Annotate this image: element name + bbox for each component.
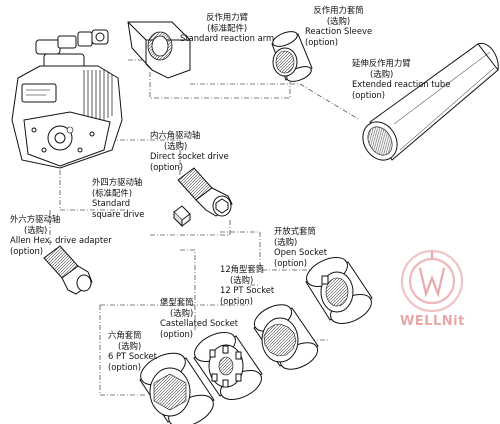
label-reaction-sleeve: 反作用力套筒 (选购) Reaction Sleeve (option)	[305, 5, 372, 47]
label-reaction-sleeve-en: Reaction Sleeve	[305, 26, 373, 36]
label-6pt-socket: 六角套筒 (选购) 6 PT Socket (option)	[108, 330, 157, 372]
label-direct-socket-cn2: (选购)	[164, 140, 188, 151]
label-square-drive: 外四方驱动轴 (标准配件) Standard square drive	[92, 177, 144, 219]
label-square-drive-cn2: (标准配件)	[92, 187, 133, 198]
label-extended-tube: 延伸反作用力臂 (选购) Extended reaction tube (opt…	[352, 58, 450, 100]
label-square-drive-en2: square drive	[92, 208, 145, 219]
label-12pt-socket-opt: (option)	[220, 295, 254, 306]
reaction-arm-drawing	[127, 21, 191, 79]
label-12pt-socket-cn2: (选购)	[230, 274, 254, 285]
open-socket-drawing	[305, 257, 373, 324]
label-open-socket-opt: (option)	[274, 257, 308, 268]
wrench-tool-drawing	[11, 29, 123, 169]
label-reaction-sleeve-opt: (option)	[305, 36, 339, 47]
allen-adapter-drawing	[43, 245, 93, 295]
label-reaction-arm-cn2: (标准配件)	[207, 22, 248, 33]
label-castellated-socket-cn2: (选购)	[170, 307, 194, 318]
label-6pt-socket-opt: (option)	[108, 361, 142, 372]
square-drive-drawing	[173, 205, 191, 228]
reaction-sleeve-drawing	[271, 31, 313, 82]
label-direct-socket-en: Direct socket drive	[150, 151, 229, 161]
12pt-socket-drawing	[253, 304, 319, 370]
extended-tube-drawing	[362, 42, 499, 161]
label-6pt-socket-cn2: (选购)	[118, 340, 142, 351]
castellated-socket-drawing	[193, 332, 263, 400]
label-open-socket-cn: 开放式套筒	[274, 226, 316, 236]
label-allen-adapter-en: Allen Hex. drive adapter	[10, 235, 112, 245]
label-allen-adapter-cn2: (选购)	[24, 224, 48, 235]
label-direct-socket-opt: (option)	[150, 161, 184, 172]
label-allen-adapter: 外六方驱动轴 (选购) Allen Hex. drive adapter (op…	[10, 214, 112, 256]
label-open-socket-cn2: (选购)	[274, 236, 298, 247]
label-extended-tube-en: Extended reaction tube	[352, 79, 451, 89]
label-castellated-socket-cn: 堡型套筒	[160, 297, 194, 307]
label-castellated-socket-en: Castellated Socket	[160, 318, 239, 328]
label-reaction-arm-cn: 反作用力臂	[206, 12, 249, 22]
label-extended-tube-opt: (option)	[352, 89, 386, 100]
label-12pt-socket-cn: 12角型套筒	[220, 264, 265, 274]
label-reaction-sleeve-cn2: (选购)	[326, 15, 351, 26]
label-allen-adapter-opt: (option)	[10, 245, 44, 256]
watermark-brand-text: WELLNit	[400, 314, 465, 329]
label-open-socket: 开放式套筒 (选购) Open Socket (option)	[274, 226, 327, 268]
label-open-socket-en: Open Socket	[274, 247, 328, 257]
label-6pt-socket-en: 6 PT Socket	[108, 351, 157, 361]
label-extended-tube-cn2: (选购)	[370, 68, 394, 79]
label-castellated-socket-opt: (option)	[160, 328, 194, 339]
label-6pt-socket-cn: 六角套筒	[108, 330, 142, 340]
leader-lines	[49, 59, 361, 396]
label-castellated-socket: 堡型套筒 (选购) Castellated Socket (option)	[160, 297, 238, 339]
label-extended-tube-cn: 延伸反作用力臂	[352, 58, 411, 68]
label-reaction-arm-en: Standard reaction arm	[180, 33, 275, 43]
label-square-drive-en: Standard	[92, 198, 131, 208]
label-square-drive-cn: 外四方驱动轴	[92, 177, 143, 187]
direct-socket-drive-drawing	[177, 167, 233, 217]
label-reaction-arm: 反作用力臂 (标准配件) Standard reaction arm	[180, 12, 274, 44]
label-12pt-socket-en: 12 PT Socket	[220, 285, 275, 295]
label-reaction-sleeve-cn: 反作用力套筒	[313, 5, 364, 15]
6pt-socket-drawing	[139, 352, 215, 424]
watermark-logo	[400, 249, 464, 313]
label-direct-socket: 内六角驱动轴 (选购) Direct socket drive (option)	[150, 130, 229, 172]
label-12pt-socket: 12角型套筒 (选购) 12 PT Socket (option)	[220, 264, 274, 306]
label-direct-socket-cn: 内六角驱动轴	[150, 130, 201, 140]
label-allen-adapter-cn: 外六方驱动轴	[10, 214, 61, 224]
